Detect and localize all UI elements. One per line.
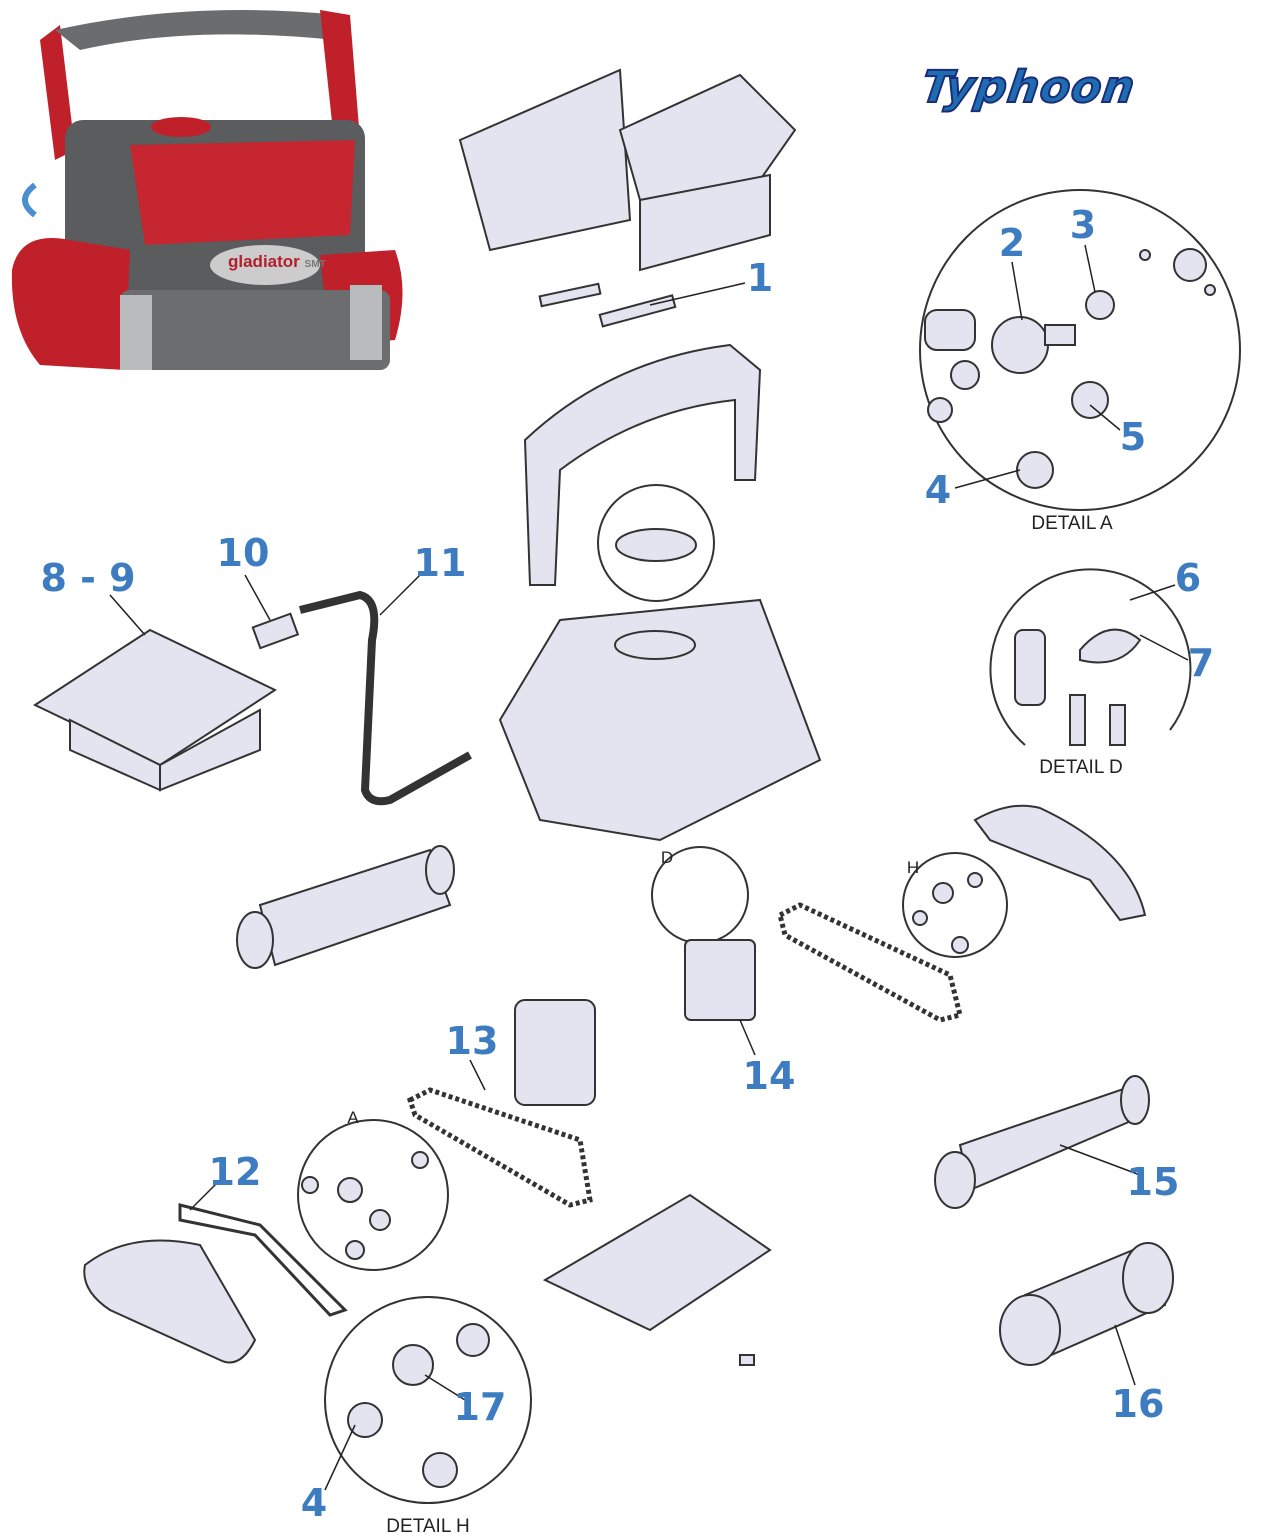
callout-5: 5 [1119, 415, 1147, 459]
callout-2: 2 [998, 221, 1026, 265]
part-connector [251, 612, 300, 650]
callout-1: 1 [746, 256, 774, 300]
leader-lines [109, 244, 1189, 1491]
part-track-left [406, 1087, 593, 1208]
callout-8-9: 8 - 9 [40, 556, 136, 600]
callout-11: 11 [413, 541, 467, 585]
part-side-plate-right [973, 804, 1147, 922]
product-photo [11, 10, 403, 370]
part-power-supply [32, 628, 278, 792]
part-body [498, 484, 822, 842]
model-name: SMT [304, 259, 326, 270]
brand-name: gladiator [228, 252, 300, 271]
typhoon-logo: Typhoon [917, 61, 1139, 114]
callout-6: 6 [1174, 556, 1202, 600]
detail-a [919, 189, 1241, 511]
detail-h-marker: H [906, 858, 920, 877]
callout-15: 15 [1126, 1160, 1180, 1204]
callout-13: 13 [445, 1019, 499, 1063]
callout-4-detail-a: 4 [924, 468, 952, 512]
callout-17: 17 [453, 1385, 507, 1429]
detail-d-marker: D [660, 848, 674, 867]
detail-a-small [297, 1119, 449, 1271]
part-handle [523, 343, 762, 586]
detail-d-label: DETAIL D [1039, 757, 1123, 778]
detail-d [989, 568, 1192, 746]
callout-7: 7 [1187, 641, 1215, 685]
callout-3: 3 [1069, 203, 1097, 247]
part-roller-axle [934, 1075, 1150, 1209]
part-base-plate [542, 1193, 772, 1332]
detail-h [324, 1296, 532, 1504]
part-roller-left [236, 845, 455, 969]
part-belt [178, 1203, 348, 1317]
callout-16: 16 [1111, 1382, 1165, 1426]
part-side-plate-left [83, 1239, 257, 1364]
product-brand-label: gladiator SMT [228, 252, 326, 272]
part-track-right [777, 902, 964, 1023]
part-motor [514, 999, 596, 1106]
detail-h-label: DETAIL H [386, 1516, 470, 1537]
callout-4-detail-h: 4 [300, 1481, 328, 1525]
part-sleeve [999, 1242, 1174, 1366]
callout-14: 14 [742, 1054, 796, 1098]
callout-10: 10 [216, 531, 270, 575]
detail-a-marker: A [347, 1108, 359, 1127]
detail-a-label: DETAIL A [1031, 513, 1113, 534]
part-filter-lid [458, 68, 797, 328]
part-cable [299, 590, 472, 806]
part-pump [651, 846, 756, 1021]
callout-12: 12 [208, 1150, 262, 1194]
